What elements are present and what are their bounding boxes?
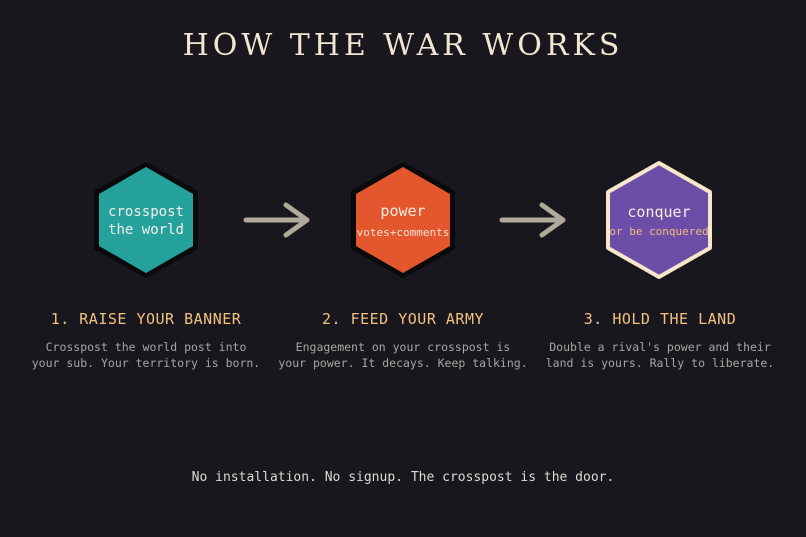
step-description-line: your sub. Your territory is born. [31,356,261,370]
hexagon-power: power votes+comments [351,162,455,278]
hexagon-crosspost: crosspost the world [94,162,198,278]
step-description-line: your power. It decays. Keep talking. [278,356,528,370]
arrow-right-icon [243,202,310,238]
step-hold-land: 3. HOLD THE LAND Double a rival's power … [530,310,790,371]
hex-sublabel-3: or be conquered [609,225,708,238]
step-heading: 1. RAISE YOUR BANNER [50,310,242,328]
page-title: HOW THE WAR WORKS [182,28,624,63]
step-raise-banner: 1. RAISE YOUR BANNER Crosspost the world… [16,310,276,371]
step-heading: 2. FEED YOUR ARMY [321,310,485,328]
hex-label-1: crosspost [108,204,184,220]
step-description-line: Engagement on your crosspost is [295,340,511,354]
step-description-line: Double a rival's power and their [549,340,771,354]
step-heading: 3. HOLD THE LAND [583,310,737,328]
step-description: Crosspost the world post into your sub. … [16,339,276,371]
arrow-right-icon [499,202,566,238]
hexagon-conquer: conquer or be conquered [606,161,712,279]
hex-sublabel-2: votes+comments [357,226,450,239]
hex-label-2: power [380,202,425,220]
step-description-line: Crosspost the world post into [45,340,247,354]
hex-sublabel-1: the world [108,222,184,238]
hex-label-3: conquer [627,203,690,221]
step-description: Engagement on your crosspost is your pow… [273,339,533,371]
footer-tagline: No installation. No signup. The crosspos… [191,470,615,485]
step-description: Double a rival's power and their land is… [530,339,790,371]
step-feed-army: 2. FEED YOUR ARMY Engagement on your cro… [273,310,533,371]
step-description-line: land is yours. Rally to liberate. [545,356,775,370]
